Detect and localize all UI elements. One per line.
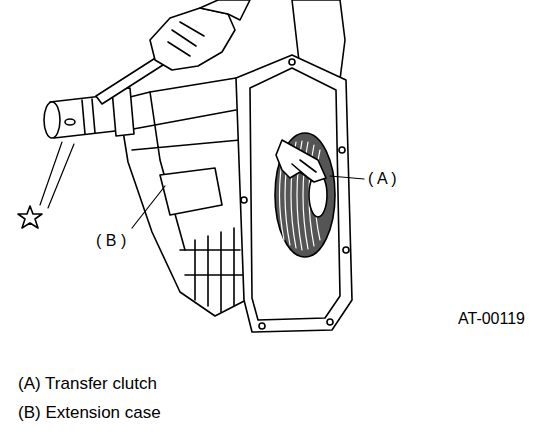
left-sleeve [200,0,250,20]
bolt-hole [339,147,345,153]
finger-lines [292,160,316,176]
figure-code: AT-00119 [458,310,525,328]
case-opening [275,133,335,257]
left-hand [150,8,235,70]
callout-letter: ( B ) [96,232,126,250]
case-flange [236,55,352,332]
bolt-hole [241,197,247,203]
shaft-hole [65,119,75,125]
shaft-end [44,102,60,138]
legend-text: (A) Transfer clutch [18,375,157,394]
leader-line [40,142,74,208]
star-mark [18,206,42,228]
callout-letter: ( A ) [368,170,396,188]
right-hand [276,140,326,182]
leader-line [330,176,364,179]
case-window [160,168,222,215]
bolt-hole [289,59,295,65]
bolt-hole [259,323,265,329]
case-fins [180,228,245,312]
bolt-hole [343,247,349,253]
legend-text: (B) Extension case [18,404,161,423]
flange-inner [250,68,340,320]
extension-case [118,78,250,316]
bolt-hole [327,319,333,325]
case-ridge [128,92,240,250]
leader-line [132,186,165,228]
shaft-splines [82,99,95,134]
finger-lines [168,22,204,56]
